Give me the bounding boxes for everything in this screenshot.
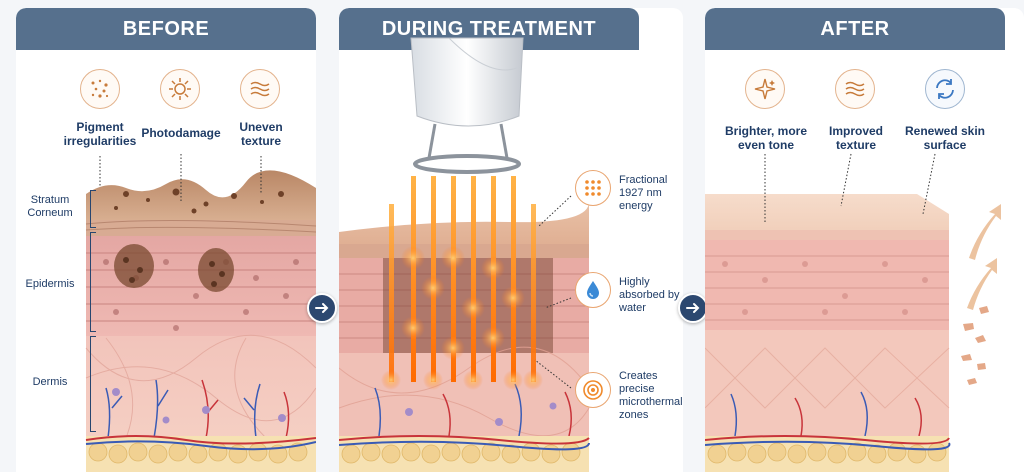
after-title: AFTER xyxy=(705,8,1005,50)
during-panel: DURING TREATMENT Fractional 1927 nm ener… xyxy=(339,8,683,472)
sun-icon xyxy=(160,69,200,109)
microthermal-zones-label: Creates precise microthermal zones xyxy=(619,370,683,421)
water-drop-icon xyxy=(575,272,611,308)
renew-arrows-icon xyxy=(925,69,965,109)
after-skin-illustration xyxy=(705,153,1001,472)
epidermis-label: Epidermis xyxy=(25,278,75,290)
before-skin-illustration xyxy=(85,154,316,472)
before-title: BEFORE xyxy=(16,8,316,50)
fractional-energy-label: Fractional 1927 nm energy xyxy=(619,174,668,212)
pigment-irregularities-label: Pigment irregularities xyxy=(63,120,137,148)
stratum-corneum-label: Stratum Corneum xyxy=(27,194,73,219)
water-absorption-label: Highly absorbed by water xyxy=(619,276,680,314)
brighter-tone-label: Brighter, more even tone xyxy=(724,124,808,152)
next-arrow-1-icon xyxy=(307,293,337,323)
pigment-dots-icon xyxy=(80,69,120,109)
during-skin-illustration xyxy=(339,37,590,472)
after-panel: AFTER Brighter, more even tone Improved … xyxy=(705,8,1024,472)
during-title: DURING TREATMENT xyxy=(339,8,639,50)
dot-grid-icon xyxy=(575,170,611,206)
dermis-bracket xyxy=(90,336,96,432)
dermis-label: Dermis xyxy=(32,376,68,388)
before-panel: BEFORE Pigment irregularities Photodamag… xyxy=(16,8,316,472)
uneven-texture-label: Uneven texture xyxy=(239,120,283,148)
wave-lines-icon xyxy=(835,69,875,109)
improved-texture-label: Improved texture xyxy=(828,124,883,152)
next-arrow-2-icon xyxy=(678,293,708,323)
target-icon xyxy=(575,372,611,408)
photodamage-label: Photodamage xyxy=(141,126,221,140)
epidermis-bracket xyxy=(90,232,96,332)
sparkle-icon xyxy=(745,69,785,109)
wave-lines-icon xyxy=(240,69,280,109)
stratum-corneum-bracket xyxy=(90,190,96,228)
renewed-surface-label: Renewed skin surface xyxy=(904,124,986,152)
